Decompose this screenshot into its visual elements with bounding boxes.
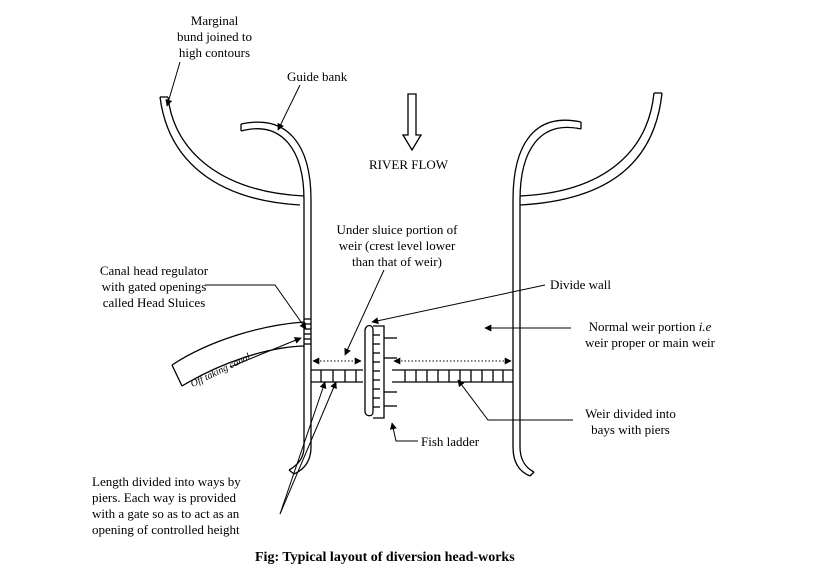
under-sluice-label: Under sluice portion of weir (crest leve… bbox=[327, 222, 467, 270]
fish-ladder-label: Fish ladder bbox=[421, 434, 480, 449]
leader-ways-b bbox=[279, 381, 337, 515]
length-ways-line-2: piers. Each way is provided bbox=[92, 490, 237, 505]
weir-bays-line-2: bays with piers bbox=[591, 422, 670, 437]
marginal-bund-label: Marginal bund joined to high contours bbox=[162, 13, 267, 61]
marginal-bund-line-1: Marginal bbox=[190, 13, 239, 28]
leader-divide-wall bbox=[371, 284, 546, 325]
marginal-bund-line-3: high contours bbox=[178, 45, 251, 60]
leader-marginal-bund bbox=[165, 61, 181, 107]
divide-wall-label: Divide wall bbox=[550, 277, 612, 292]
length-ways-line-4: opening of controlled height bbox=[92, 522, 240, 537]
length-ways-label: Length divided into ways by piers. Each … bbox=[92, 474, 241, 538]
head-regulator-line-2: with gated openings bbox=[101, 279, 207, 294]
guide-bank-label: Guide bank bbox=[287, 69, 348, 84]
canal-head-regulator-label: Canal head regulator with gated openings… bbox=[85, 263, 223, 311]
river-flow-arrow bbox=[401, 93, 423, 152]
head-regulator-line-3: called Head Sluices bbox=[102, 295, 206, 310]
normal-weir-line-2: weir proper or main weir bbox=[585, 335, 715, 350]
leader-fish-ladder bbox=[389, 422, 418, 442]
figure-caption: Fig: Typical layout of diversion head-wo… bbox=[255, 550, 515, 565]
divide-wall bbox=[364, 324, 374, 417]
length-ways-line-1: Length divided into ways by bbox=[92, 474, 241, 489]
canal-head-regulator bbox=[304, 318, 311, 345]
leader-canal bbox=[229, 337, 302, 368]
head-regulator-line-1: Canal head regulator bbox=[99, 263, 209, 278]
weir-bays-label: Weir divided into bays with piers bbox=[573, 406, 688, 438]
under-sluice-line-2: weir (crest level lower bbox=[338, 238, 456, 253]
main-weir bbox=[392, 369, 513, 383]
weir-bays-line-1: Weir divided into bbox=[585, 406, 676, 421]
fish-ladder bbox=[373, 325, 397, 419]
right-marginal-bund bbox=[519, 92, 663, 206]
left-guide-bank bbox=[240, 121, 312, 475]
off-taking-canal bbox=[171, 321, 305, 387]
right-guide-bank bbox=[512, 119, 582, 477]
under-sluice-weir bbox=[311, 369, 363, 383]
marginal-bund-line-2: bund joined to bbox=[176, 29, 253, 44]
left-marginal-bund bbox=[159, 96, 305, 206]
leader-weir-bays bbox=[457, 379, 573, 421]
under-sluice-line-1: Under sluice portion of bbox=[336, 222, 458, 237]
length-ways-line-3: with a gate so as to act as an bbox=[92, 506, 240, 521]
normal-weir-line-1: Normal weir portion i.e bbox=[588, 319, 712, 334]
leader-ways-a bbox=[279, 381, 327, 515]
leader-guide-bank bbox=[277, 84, 301, 131]
leader-under-sluice bbox=[344, 269, 385, 356]
leader-head-regulator bbox=[205, 284, 307, 330]
under-sluice-line-3: than that of weir) bbox=[352, 254, 442, 269]
normal-weir-label: Normal weir portion i.e weir proper or m… bbox=[565, 319, 735, 351]
river-flow-label: RIVER FLOW bbox=[369, 157, 449, 172]
